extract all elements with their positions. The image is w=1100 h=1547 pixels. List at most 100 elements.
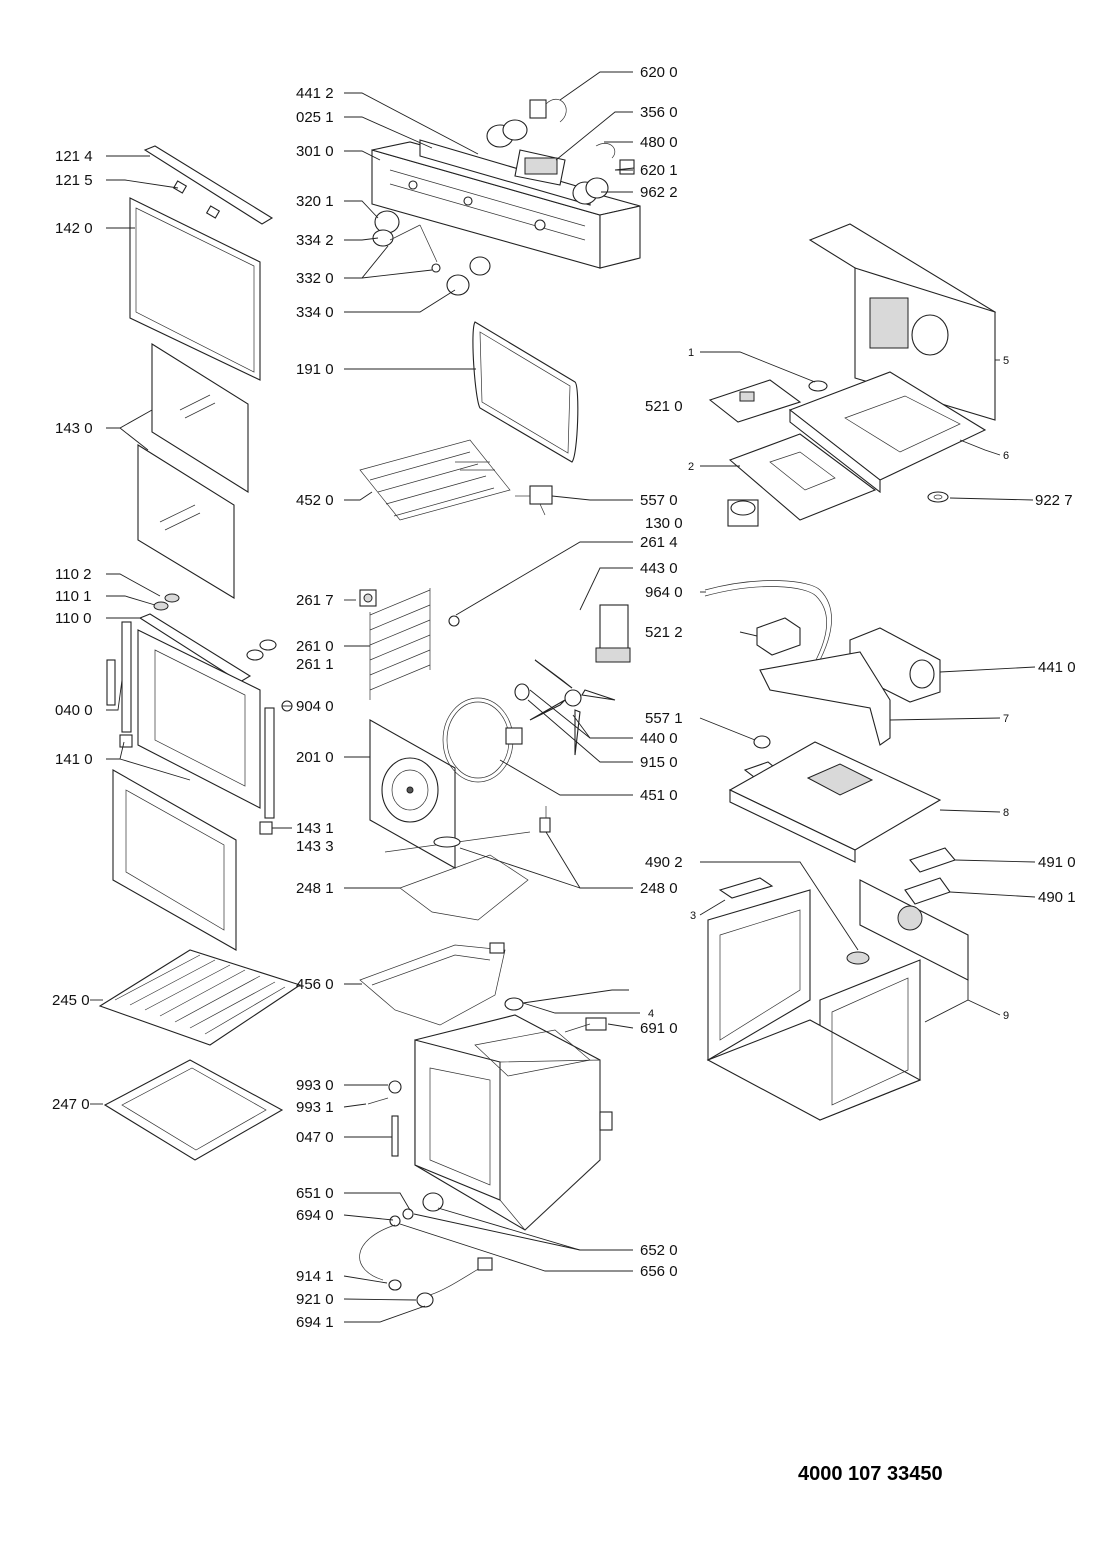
door-hinge-left-part [106, 621, 133, 748]
tube-964-part [704, 580, 832, 661]
label-557-0: 557 0 [640, 492, 678, 509]
lamp-holder-691-part [564, 1017, 607, 1033]
label-201-0: 201 0 [296, 749, 334, 766]
connector-parts-490-part [718, 847, 956, 905]
label-441-0: 441 0 [1038, 659, 1076, 676]
fan-motor-130-part [727, 499, 759, 527]
cover-plate-part-2 [728, 433, 877, 521]
label-914-1: 914 1 [296, 1268, 334, 1285]
door-hinge-right-part [259, 700, 293, 835]
label-490-2: 490 2 [645, 854, 683, 871]
label-694-0: 694 0 [296, 1207, 334, 1224]
lamp-assembly-part [359, 1192, 493, 1308]
label-141-0: 141 0 [55, 751, 93, 768]
small-parts-993-part [367, 1080, 402, 1157]
label-7: 7 [1003, 713, 1009, 725]
hinge-cover-discs-part [153, 593, 277, 661]
label-480-0: 480 0 [640, 134, 678, 151]
label-248-1: 248 1 [296, 880, 334, 897]
mounting-plate-part-6 [788, 371, 987, 494]
label-452-0: 452 0 [296, 492, 334, 509]
label-521-2: 521 2 [645, 624, 683, 641]
callout-labels: 441 2 025 1 301 0 320 1 334 2 332 0 334 … [52, 64, 1076, 1485]
label-964-0: 964 0 [645, 584, 683, 601]
label-921-0: 921 0 [296, 1291, 334, 1308]
panel-bracket-part [419, 139, 591, 206]
label-557-1: 557 1 [645, 710, 683, 727]
leader-lines [90, 71, 1036, 1323]
screw-261-4-part [448, 615, 460, 627]
cooling-fan-441-0-part [849, 627, 941, 703]
label-652-0: 652 0 [640, 1242, 678, 1259]
label-620-1: 620 1 [640, 162, 678, 179]
bottom-element-part [359, 942, 506, 1026]
label-993-1: 993 1 [296, 1099, 334, 1116]
label-651-0: 651 0 [296, 1185, 334, 1202]
washer-922-part [927, 491, 949, 503]
oven-seal-part [472, 321, 579, 463]
label-040-0: 040 0 [55, 702, 93, 719]
label-440-0: 440 0 [640, 730, 678, 747]
inner-glass-lower-part [137, 444, 235, 599]
label-261-0: 261 0 [296, 638, 334, 655]
bracket-7-part [759, 651, 891, 746]
label-451-0: 451 0 [640, 787, 678, 804]
outer-door-glass-part [129, 197, 261, 381]
label-656-0: 656 0 [640, 1263, 678, 1280]
label-301-0: 301 0 [296, 143, 334, 160]
label-456-0: 456 0 [296, 976, 334, 993]
diagram-id-code: 4000 107 33450 [798, 1463, 943, 1485]
baking-tray-part [103, 1059, 284, 1161]
label-694-1: 694 1 [296, 1314, 334, 1331]
label-691-0: 691 0 [640, 1020, 678, 1037]
cap-part-4 [504, 997, 524, 1011]
knob-set-part [372, 210, 491, 296]
label-1: 1 [688, 347, 694, 359]
control-board-part [708, 379, 802, 423]
oven-cavity-part [414, 1014, 613, 1231]
bottom-plate-part-8 [728, 741, 942, 863]
label-261-4: 261 4 [640, 534, 678, 551]
ring-element-part [442, 697, 523, 783]
label-025-1: 025 1 [296, 109, 334, 126]
label-334-2: 334 2 [296, 232, 334, 249]
switch-assembly-part [486, 98, 635, 205]
label-143-3: 143 3 [296, 838, 334, 855]
label-490-1: 490 1 [1038, 889, 1076, 906]
label-441-2: 441 2 [296, 85, 334, 102]
label-047-0: 047 0 [296, 1129, 334, 1146]
label-121-4: 121 4 [55, 148, 93, 165]
box-521-2-part [756, 617, 801, 656]
label-130-0: 130 0 [645, 515, 683, 532]
label-993-0: 993 0 [296, 1077, 334, 1094]
label-3: 3 [690, 910, 696, 922]
label-904-0: 904 0 [296, 698, 334, 715]
label-248-0: 248 0 [640, 880, 678, 897]
label-121-5: 121 5 [55, 172, 93, 189]
fan-cover-part [369, 719, 456, 869]
label-922-7: 922 7 [1035, 492, 1073, 509]
label-8: 8 [1003, 807, 1009, 819]
wire-shelf-part [98, 949, 302, 1046]
label-4: 4 [648, 1008, 654, 1020]
label-620-0: 620 0 [640, 64, 678, 81]
label-9: 9 [1003, 1010, 1009, 1022]
label-2: 2 [688, 461, 694, 473]
door-top-profile-part [143, 145, 274, 225]
label-143-1: 143 1 [296, 820, 334, 837]
inner-glass-upper-part [151, 343, 249, 493]
oven-casing-part [706, 889, 922, 1121]
label-320-1: 320 1 [296, 193, 334, 210]
label-443-0: 443 0 [640, 560, 678, 577]
label-261-1: 261 1 [296, 656, 334, 673]
fan-motor-part [514, 604, 631, 756]
rotisserie-spit-part [384, 806, 551, 921]
top-cover-part-5 [808, 223, 997, 421]
label-5: 5 [1003, 355, 1009, 367]
label-356-0: 356 0 [640, 104, 678, 121]
label-6: 6 [1003, 450, 1009, 462]
control-panel-part [371, 141, 641, 269]
door-frame-part [137, 613, 261, 809]
